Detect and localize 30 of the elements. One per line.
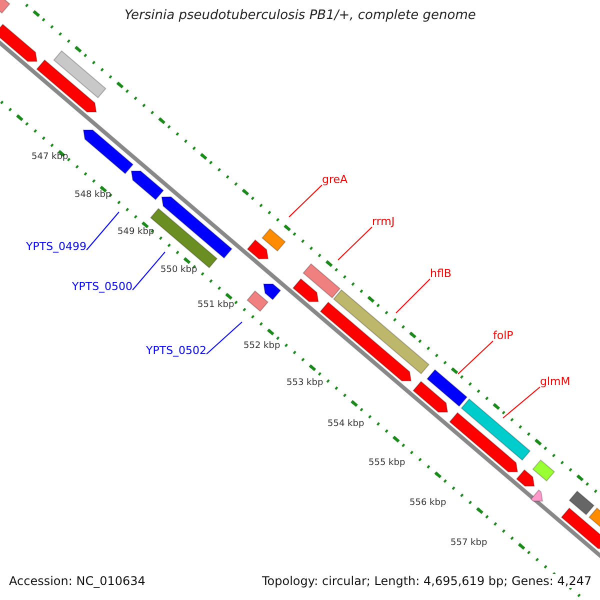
footer-text: Topology: circular; Length: 4,695,619 bp; Genes: 4,247	[262, 574, 592, 588]
title: Yersinia pseudotuberculosis PB1/+, complete genome	[124, 9, 476, 23]
leader-line	[338, 226, 372, 260]
gene-label: hflB	[430, 267, 452, 281]
gene-label: YPTS_0502	[146, 344, 207, 358]
scale-label: 554 kbp	[328, 418, 364, 431]
gene-label: YPTS_0499	[26, 240, 87, 254]
scale-label: 551 kbp	[198, 299, 234, 312]
leader-line	[86, 212, 120, 250]
scale-label: 553 kbp	[286, 377, 324, 390]
footer-text: Accession: NC_010634	[9, 574, 146, 588]
leader-line	[396, 278, 430, 314]
gene-label: rrmJ	[372, 215, 395, 229]
scale-label: 548 kbp	[74, 189, 112, 202]
gene-label: greA	[322, 173, 348, 187]
scale-label: 552 kbp	[244, 340, 280, 353]
leader-line	[206, 322, 242, 354]
leader-line	[458, 340, 494, 374]
scale-label: 549 kbp	[118, 226, 154, 239]
scale-label: 557 kbp	[450, 537, 488, 550]
gene-label: folP	[493, 329, 514, 343]
scale-label: 556 kbp	[410, 497, 446, 510]
gene-label: YPTS_0500	[72, 280, 133, 294]
leader-line	[132, 252, 166, 290]
scale-label: 550 kbp	[160, 264, 198, 277]
scale-label: 547 kbp	[32, 151, 68, 164]
scale-label: 555 kbp	[368, 457, 406, 470]
gene-label: glmM	[540, 375, 570, 389]
leader-line	[502, 386, 540, 418]
leader-line	[288, 184, 322, 218]
